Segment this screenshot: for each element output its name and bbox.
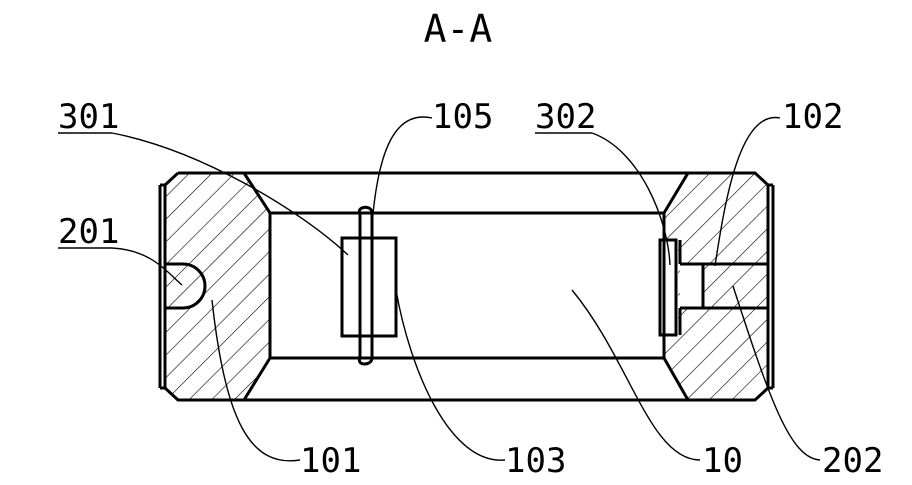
label-302: 302 [535, 97, 596, 137]
slot-201 [165, 262, 207, 310]
leader-302 [591, 132, 671, 266]
block-302 [658, 238, 678, 337]
ring-105 [357, 205, 374, 366]
label-301: 301 [58, 97, 119, 137]
leader-10 [571, 289, 701, 461]
leader-103 [395, 289, 506, 461]
label-102: 102 [782, 97, 843, 137]
inner-bore [242, 172, 690, 215]
outer-outline [163, 171, 770, 402]
block-301 [340, 236, 398, 338]
label-10: 10 [702, 441, 743, 481]
section-title: A-A [424, 7, 493, 51]
label-202: 202 [822, 441, 883, 481]
leader-201 [111, 247, 183, 286]
leader-102 [714, 116, 781, 267]
leader-202 [732, 285, 821, 461]
label-105: 105 [432, 97, 493, 137]
leader-105 [371, 116, 433, 226]
left-wall-hatch [165, 173, 270, 400]
leader-101 [211, 299, 301, 462]
leader-301 [111, 132, 349, 256]
label-201: 201 [58, 212, 119, 252]
label-101: 101 [300, 441, 361, 481]
label-103: 103 [505, 441, 566, 481]
